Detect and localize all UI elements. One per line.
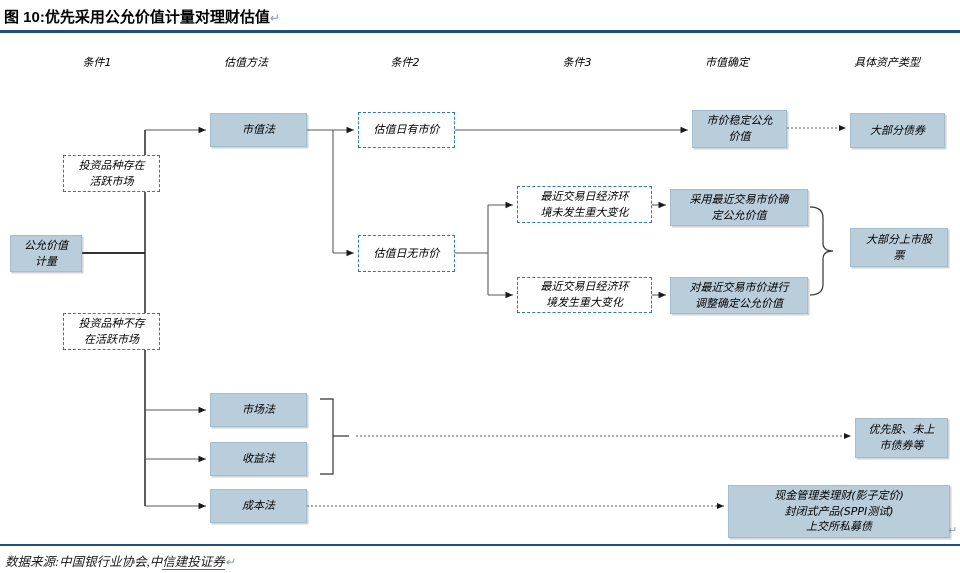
node-cost-approach: 成本法 [210, 489, 307, 523]
node-most-bonds: 大部分债券 [850, 113, 945, 148]
column-header-valuation-method: 估值方法 [224, 56, 268, 69]
node-adjust-recent-trade-price: 对最近交易市价进行 调整确定公允价值 [670, 277, 808, 314]
node-no-active-market: 投资品种不存 在活跃市场 [63, 313, 160, 350]
node-use-recent-trade-price: 采用最近交易市价确 定公允价值 [670, 189, 808, 226]
node-income-approach: 收益法 [210, 442, 307, 476]
column-header-condition2: 条件2 [390, 56, 420, 69]
node-cash-mgmt-closed-end-products: 现金管理类理财(影子定价) 封闭式产品(SPPI测试) 上交所私募债 [728, 485, 950, 538]
node-preferred-unlisted-bonds: 优先股、未上 市债券等 [855, 418, 948, 458]
node-no-major-economic-change: 最近交易日经济环 境未发生重大变化 [517, 186, 652, 223]
paragraph-return-icon: ↵ [269, 11, 280, 25]
data-source-note: 数据来源:中国银行业协会,中信建投证券↵ [5, 551, 235, 570]
node-fair-value-measurement: 公允价值 计量 [10, 235, 82, 272]
column-header-asset-type: 具体资产类型 [854, 56, 920, 69]
data-source-text: 数据来源:中国银行业协会,中 [5, 555, 163, 569]
figure-title: 图 10:优先采用公允价值计量对理财估值↵ [4, 9, 280, 26]
node-major-economic-change: 最近交易日经济环 境发生重大变化 [517, 277, 652, 313]
column-header-condition1: 条件1 [82, 56, 112, 69]
node-has-market-price: 估值日有市价 [358, 112, 455, 148]
footer-divider [0, 544, 960, 546]
node-market-value-method: 市值法 [210, 113, 307, 147]
node-stable-market-price-fair-value: 市价稳定公允 价值 [692, 110, 787, 148]
title-divider [0, 30, 960, 33]
node-no-market-price: 估值日无市价 [358, 235, 455, 272]
node-most-listed-stocks: 大部分上市股 票 [850, 228, 948, 267]
paragraph-return-icon: ↵ [224, 555, 235, 569]
column-header-condition3: 条件3 [562, 56, 592, 69]
paragraph-return-icon: ↵ [948, 524, 958, 537]
node-active-market-exists: 投资品种存在 活跃市场 [63, 155, 160, 192]
column-header-market-value-determination: 市值确定 [705, 56, 749, 69]
node-market-approach: 市场法 [210, 393, 307, 427]
data-source-link[interactable]: 信建投证券 [162, 555, 225, 570]
